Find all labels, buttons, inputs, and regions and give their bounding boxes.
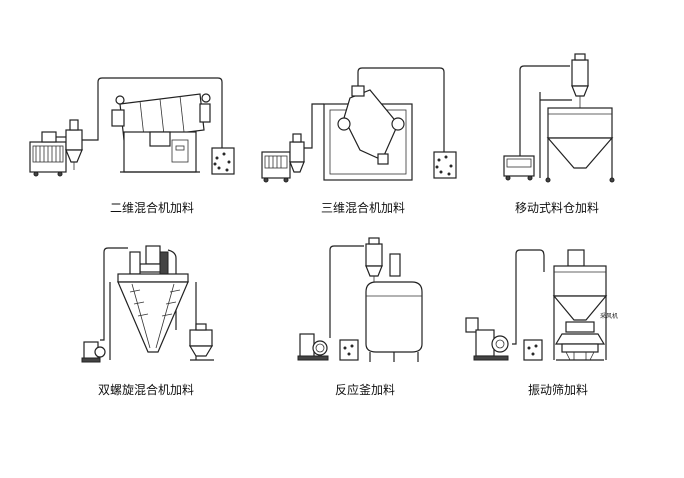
material-bucket: [339, 339, 359, 361]
vacuum-hopper: [188, 323, 214, 361]
caption-reactor: 反应釜加料: [334, 383, 396, 397]
scene-mixer-3d: [261, 67, 457, 183]
scene-mixer-2d: [29, 77, 235, 177]
screw-mixer-drive: [129, 245, 169, 275]
scene-vibrating-sieve: 采风机: [465, 249, 618, 361]
screw-mixer-cone: [109, 273, 197, 360]
conveying-pipe: [82, 77, 223, 148]
vacuum-pump: [297, 333, 329, 361]
mixer-2d-base: [120, 131, 200, 173]
vacuum-hopper: [365, 237, 401, 284]
conveying-pipe: [329, 245, 364, 338]
reactor-vessel: [365, 281, 423, 362]
caption-mobile-bin: 移动式料仓加料: [514, 201, 600, 215]
caption-double-screw: 双螺旋混合机加料: [97, 383, 195, 397]
scene-reactor: [297, 237, 423, 362]
material-bucket: [433, 151, 457, 179]
conveying-pipe: [519, 65, 570, 162]
vacuum-pump-cabinet: [29, 131, 67, 177]
mixer-2d-drum: [111, 93, 211, 141]
vacuum-pump: [465, 317, 509, 361]
vibrating-sieve: 采风机: [554, 312, 618, 361]
sieve-silo: [552, 249, 608, 360]
conveying-pipe: [100, 247, 177, 341]
caption-vibrating-sieve: 振动筛加料: [527, 383, 589, 397]
conveying-pipe: [304, 67, 445, 152]
vacuum-hopper: [65, 119, 83, 170]
vacuum-pump: [81, 341, 106, 363]
sieve-tag: 采风机: [600, 312, 618, 320]
caption-mixer-3d: 三维混合机加料: [320, 201, 406, 215]
material-bucket: [523, 339, 543, 361]
vacuum-hopper: [571, 53, 589, 108]
scene-double-screw: [81, 245, 214, 363]
scene-mobile-bin: [503, 53, 615, 183]
vacuum-hopper: [289, 133, 305, 173]
mixer-3d-vessel: [337, 85, 405, 165]
vacuum-pump-cabinet: [261, 151, 291, 183]
caption-mixer-2d: 二维混合机加料: [109, 201, 195, 215]
vacuum-pump-cabinet: [503, 155, 535, 181]
material-bucket: [211, 147, 235, 175]
mobile-bin-hopper: [539, 92, 615, 183]
conveying-pipe: [512, 249, 545, 345]
